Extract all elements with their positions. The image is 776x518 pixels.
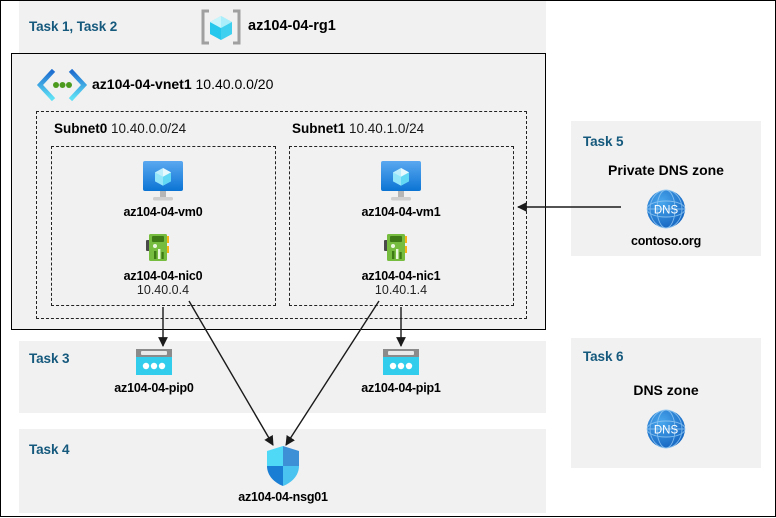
task-label-5: Task 5: [583, 134, 624, 149]
nic0-label: az104-04-nic0: [123, 269, 203, 283]
nic1-ip: 10.40.1.4: [374, 283, 428, 297]
subnet0-cidr: 10.40.0.0/24: [111, 121, 187, 136]
public-ip-address-icon: [331, 347, 471, 379]
task-label-6: Task 6: [583, 349, 624, 364]
network-security-group-icon: [213, 444, 353, 488]
network-interface-icon: [93, 231, 233, 267]
virtual-machine-icon: [331, 159, 471, 203]
resource-group-icon: [200, 8, 242, 51]
nic1-node[interactable]: az104-04-nic1 10.40.1.4: [331, 231, 471, 297]
task5-heading: Private DNS zone: [608, 162, 724, 178]
nsg-label: az104-04-nsg01: [238, 490, 328, 504]
task-label-1-2: Task 1, Task 2: [29, 19, 118, 34]
dns-zone-node[interactable]: DNS: [596, 406, 736, 454]
nic0-node[interactable]: az104-04-nic0 10.40.0.4: [93, 231, 233, 297]
vnet-cidr: 10.40.0.0/20: [195, 76, 274, 92]
task3-panel: [19, 341, 546, 413]
subnet0-box: [51, 146, 276, 306]
dns-zone-icon: DNS: [596, 406, 736, 452]
nic0-ip: 10.40.0.4: [136, 283, 190, 297]
subnet0-name: Subnet0: [54, 121, 108, 136]
vnet-name: az104-04-vnet1: [92, 76, 192, 92]
vnet-title: az104-04-vnet1 10.40.0.0/20: [92, 76, 273, 92]
task5-panel: [571, 121, 761, 256]
subnet1-header: Subnet1 10.40.1.0/24: [292, 121, 424, 136]
resource-group-name: az104-04-rg1: [248, 18, 336, 34]
virtual-machine-icon: [93, 159, 233, 203]
subnet1-name: Subnet1: [292, 121, 346, 136]
pip1-node[interactable]: az104-04-pip1: [331, 347, 471, 395]
subnet0-header: Subnet0 10.40.0.0/24: [54, 121, 186, 136]
pip1-label: az104-04-pip1: [361, 381, 441, 395]
task-label-4: Task 4: [29, 442, 70, 457]
public-ip-address-icon: [84, 347, 224, 379]
task-label-3: Task 3: [29, 351, 70, 366]
virtual-network-icon: [36, 68, 88, 106]
resource-group-panel: [19, 1, 546, 53]
task6-heading: DNS zone: [633, 382, 699, 398]
vm0-node[interactable]: az104-04-vm0: [93, 159, 233, 219]
vm0-label: az104-04-vm0: [123, 205, 203, 219]
pip0-label: az104-04-pip0: [114, 381, 194, 395]
subnet1-box: [289, 146, 514, 306]
svg-text:DNS: DNS: [654, 205, 679, 217]
vnet-box: [11, 53, 546, 330]
vm1-node[interactable]: az104-04-vm1: [331, 159, 471, 219]
svg-text:DNS: DNS: [654, 425, 679, 437]
dns-zone-icon: DNS: [596, 186, 736, 232]
nic1-label: az104-04-nic1: [361, 269, 441, 283]
network-interface-icon: [331, 231, 471, 267]
subnet1-cidr: 10.40.1.0/24: [349, 121, 425, 136]
vm1-label: az104-04-vm1: [361, 205, 441, 219]
private-dns-zone-node[interactable]: DNS contoso.org: [596, 186, 736, 248]
nsg-node[interactable]: az104-04-nsg01: [213, 444, 353, 504]
private-dns-zone-label: contoso.org: [630, 234, 702, 248]
pip0-node[interactable]: az104-04-pip0: [84, 347, 224, 395]
subnets-container: [36, 111, 527, 319]
